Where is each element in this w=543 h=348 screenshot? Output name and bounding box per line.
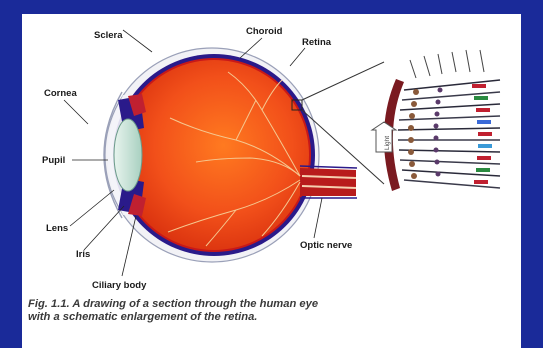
caption-line-2: with a schematic enlargement of the reti…	[28, 311, 508, 324]
label-retina: Retina	[302, 37, 332, 48]
bipolar-cells	[434, 88, 443, 177]
label-sclera: Sclera	[94, 30, 123, 41]
light-label: Light	[384, 136, 391, 150]
label-iris: Iris	[76, 249, 90, 260]
label-optic-nerve: Optic nerve	[300, 240, 352, 251]
label-ciliary-body: Ciliary body	[92, 280, 147, 291]
label-choroid: Choroid	[246, 26, 283, 37]
zoom-line-top	[302, 62, 384, 100]
retina-enlargement	[384, 50, 500, 191]
figure-caption: Fig. 1.1. A drawing of a section through…	[28, 298, 508, 324]
label-pupil: Pupil	[42, 155, 65, 166]
lens	[114, 119, 142, 191]
optic-nerve	[300, 168, 356, 196]
caption-line-1: Fig. 1.1. A drawing of a section through…	[28, 298, 508, 311]
vitreous-body	[119, 60, 309, 250]
label-lens: Lens	[46, 223, 68, 234]
cones	[472, 84, 492, 184]
label-cornea: Cornea	[44, 88, 77, 99]
layer-ticks	[410, 50, 484, 78]
ganglion-cells	[408, 89, 419, 179]
